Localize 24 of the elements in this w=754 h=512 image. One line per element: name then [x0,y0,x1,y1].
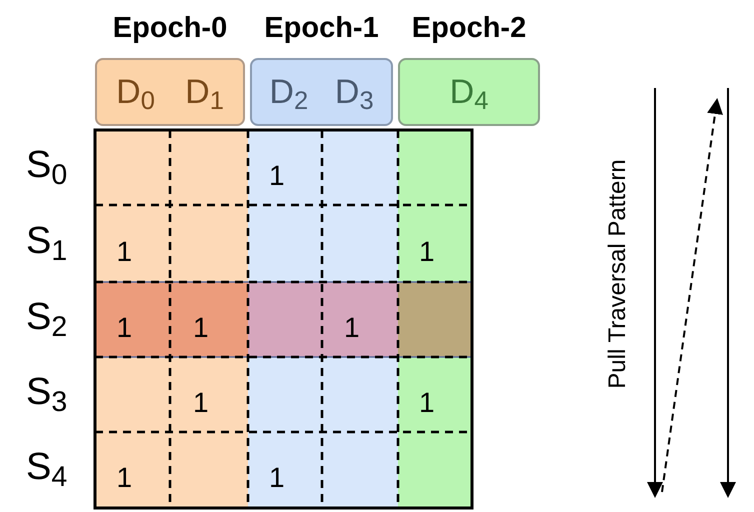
row-label: S$_{0}$ [26,146,68,184]
cell-value: 1 [269,162,285,190]
cell-value: 1 [116,314,132,342]
epoch-heading: Epoch-2 [412,11,526,46]
row-label: S$_{4}$ [26,448,68,486]
row-label: S$_{2}$ [26,298,68,336]
cell-value: 1 [344,314,360,342]
cell-value: 1 [269,464,285,492]
column-label: D$_{1}$ [185,75,224,109]
cell-value: 1 [419,238,435,266]
column-label: D$_{2}$ [269,75,308,109]
cell-value: 1 [193,388,209,416]
column-label: D$_{3}$ [334,75,374,109]
cell-value: 1 [116,464,132,492]
cell-value: 1 [116,238,132,266]
pattern-label: Pull Traversal Pattern [606,158,630,391]
row-label: S$_{1}$ [26,222,68,260]
cell-value: 1 [419,388,435,416]
row-label: S$_{3}$ [26,372,68,410]
epoch-heading: Epoch-0 [112,11,228,46]
column-label: D$_{4}$ [450,75,488,109]
cell-value: 1 [193,314,209,342]
column-label: D$_{0}$ [116,75,155,109]
epoch-heading: Epoch-1 [264,11,379,46]
